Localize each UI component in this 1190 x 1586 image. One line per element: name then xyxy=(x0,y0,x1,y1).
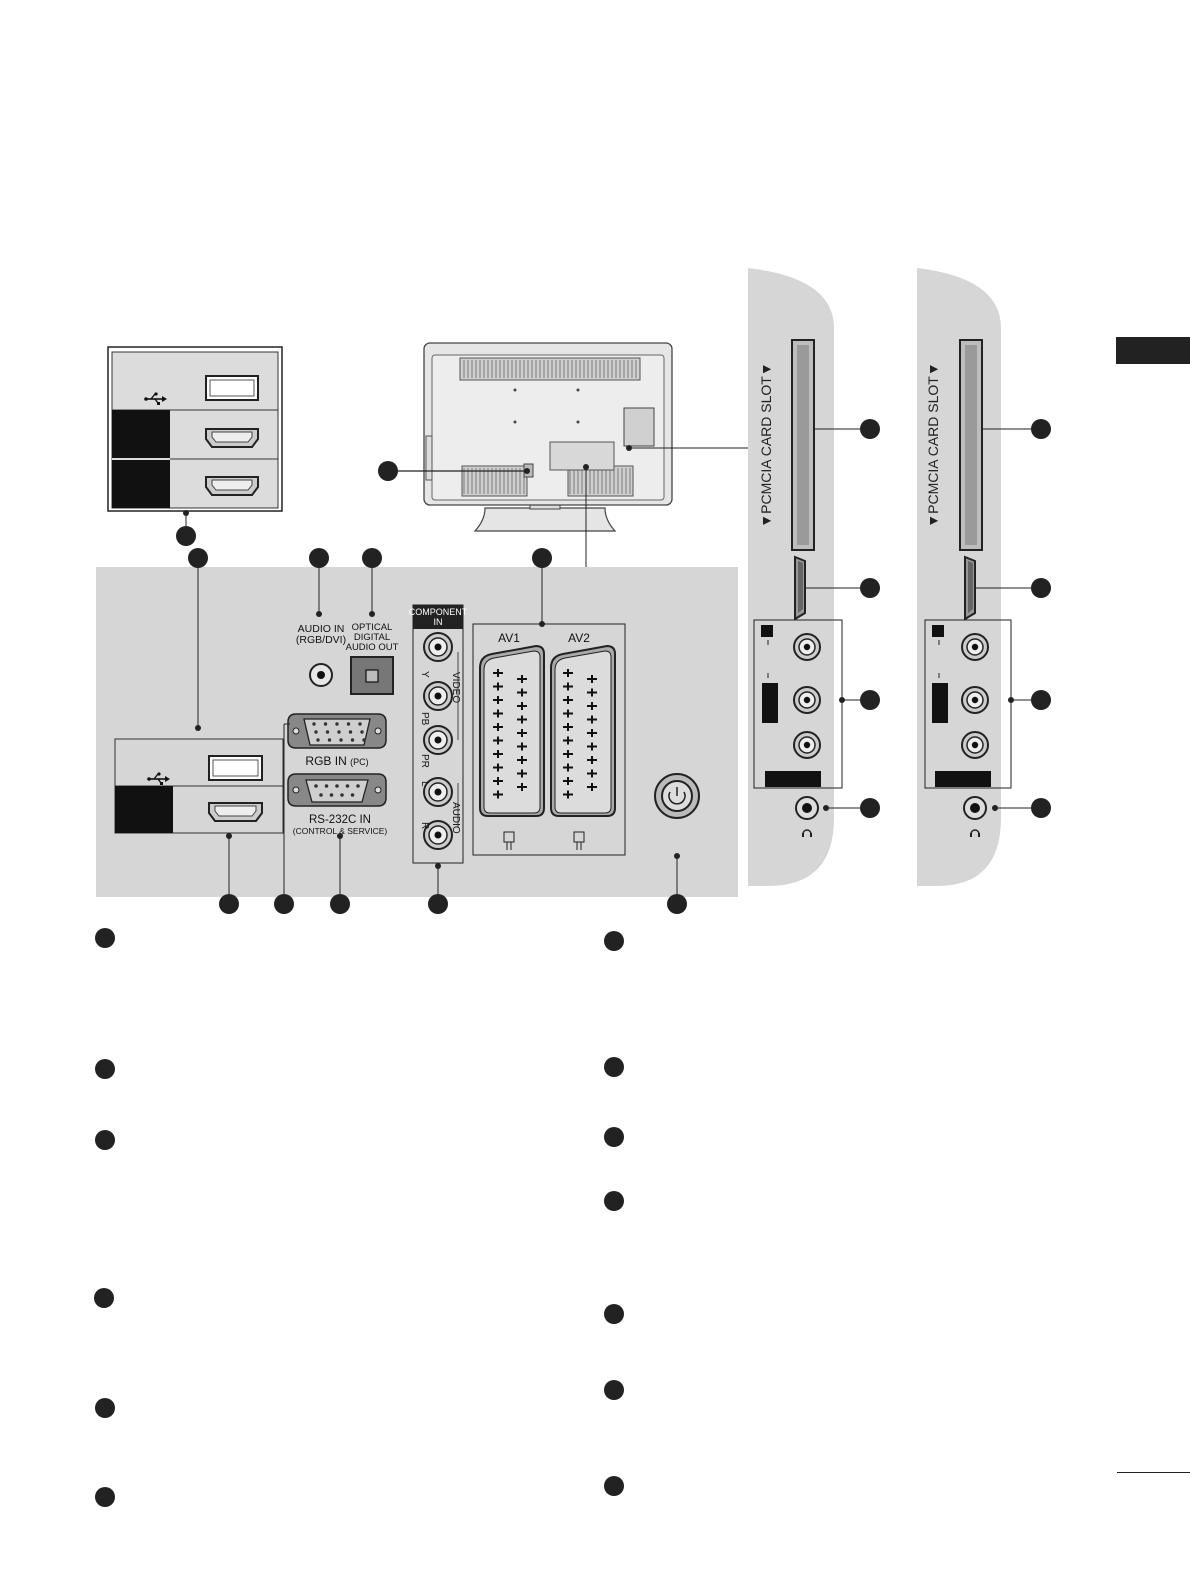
pcmcia-label-a: ▼PCMCIA CARD SLOT▼ xyxy=(758,362,774,527)
av2-label: AV2 xyxy=(568,631,590,645)
top-usb-hdmi-inset xyxy=(107,346,283,526)
callout-marker xyxy=(309,548,329,568)
svg-text:RGB IN (PC): RGB IN (PC) xyxy=(305,754,368,768)
component-label-1: COMPONENT xyxy=(409,607,468,617)
scart-block: AV1 AV2 xyxy=(472,623,626,856)
headphone-icon xyxy=(970,829,980,837)
rs232-port xyxy=(287,773,387,807)
side-panel-a: ▼PCMCIA CARD SLOT▼ xyxy=(748,268,860,887)
audio-in-sub-label: (RGB/DVI) xyxy=(296,634,346,646)
av1-label: AV1 xyxy=(498,631,520,645)
side-panel-b: ▼PCMCIA CARD SLOT▼ xyxy=(917,268,1031,887)
usb-icon xyxy=(147,772,170,785)
callout-marker xyxy=(1031,419,1051,439)
component-label-2: IN xyxy=(434,617,443,627)
pcmcia-label-b: ▼PCMCIA CARD SLOT▼ xyxy=(925,362,941,527)
legend-marker xyxy=(95,1059,115,1079)
rs232-sub-label: (CONTROL & SERVICE) xyxy=(293,826,388,836)
legend-marker xyxy=(604,1057,624,1077)
legend-bullets-left xyxy=(94,928,115,1507)
callout-marker xyxy=(860,578,880,598)
legend-marker xyxy=(94,1288,114,1308)
callout-marker xyxy=(188,548,208,568)
section-tab-marker xyxy=(1116,337,1190,364)
r-label: R xyxy=(419,822,430,829)
l-label: L xyxy=(419,781,430,787)
callout-marker xyxy=(330,894,350,914)
y-label: Y xyxy=(419,671,430,678)
callout-marker xyxy=(219,894,239,914)
callout-marker xyxy=(362,548,382,568)
legend-marker xyxy=(95,1130,115,1150)
rgb-in-sub-label: (PC) xyxy=(350,757,369,767)
callout-marker xyxy=(860,690,880,710)
callout-marker xyxy=(1031,578,1051,598)
pr-label: PR xyxy=(419,754,430,768)
optical-label-2: DIGITAL xyxy=(354,632,390,643)
legend-marker xyxy=(95,1398,115,1418)
pb-label: PB xyxy=(419,712,430,726)
callout-marker xyxy=(667,894,687,914)
callout-marker xyxy=(378,461,398,481)
callout-marker xyxy=(860,419,880,439)
optical-label-1: OPTICAL xyxy=(352,622,393,633)
audio-label: AUDIO xyxy=(450,802,461,834)
optical-label-3: AUDIO OUT xyxy=(346,642,399,653)
audio-in-label: AUDIO IN xyxy=(298,623,345,635)
legend-marker xyxy=(604,1304,624,1324)
legend-bullets-right xyxy=(604,931,624,1496)
callout-marker xyxy=(532,548,552,568)
tv-rear-view xyxy=(423,342,673,532)
page-number-rule xyxy=(1117,1472,1190,1473)
bottom-usb-hdmi-inset xyxy=(114,738,284,834)
video-label: VIDEO xyxy=(450,672,461,703)
callout-marker xyxy=(1031,690,1051,710)
legend-marker xyxy=(604,1191,624,1211)
component-in-block: COMPONENT IN VIDEO AUDIO Y PB PR L R xyxy=(409,604,468,864)
headphone-icon xyxy=(802,829,812,837)
callout-marker xyxy=(1031,798,1051,818)
legend-marker xyxy=(604,1380,624,1400)
callout-marker xyxy=(860,798,880,818)
antenna-input xyxy=(654,773,700,819)
callout-marker xyxy=(176,526,196,546)
rs232-label: RS-232C IN xyxy=(309,814,371,826)
callout-marker xyxy=(274,894,294,914)
usb-icon xyxy=(144,392,167,405)
legend-marker xyxy=(95,1487,115,1507)
legend-marker xyxy=(95,928,115,948)
legend-marker xyxy=(604,1127,624,1147)
legend-marker xyxy=(604,931,624,951)
rgb-in-label: RGB IN xyxy=(305,754,346,768)
legend-marker xyxy=(604,1476,624,1496)
callout-marker xyxy=(428,894,448,914)
rgb-in-port xyxy=(287,713,387,749)
